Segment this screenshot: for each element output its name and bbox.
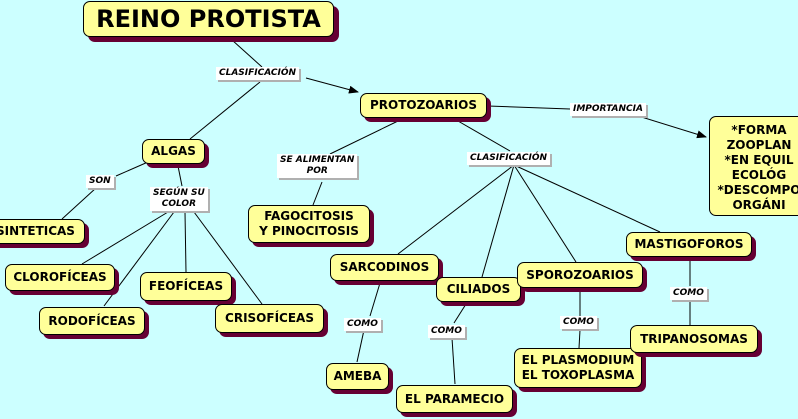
node-sarcodinos: SARCODINOS bbox=[330, 254, 439, 281]
node-reino-protista: REINO PROTISTA bbox=[83, 1, 334, 37]
link-algas-segun bbox=[177, 165, 183, 187]
link-clasif-ciliados bbox=[481, 164, 515, 278]
link-segun-rodofíceas bbox=[103, 211, 175, 307]
link-sarcodinos-como bbox=[369, 282, 381, 317]
link-protozoarios-alimentan bbox=[329, 120, 399, 155]
label-como-esporozoarios: COMO bbox=[560, 316, 597, 329]
link-segun-clorofíceas bbox=[81, 211, 169, 265]
label-son: SON bbox=[86, 175, 114, 188]
link-reino-clasificacion bbox=[231, 39, 263, 68]
node-crisofíceas: CRISOFÍCEAS bbox=[215, 304, 324, 333]
label-importancia: IMPORTANCIA bbox=[570, 103, 646, 116]
link-son-sinteticas bbox=[61, 187, 97, 220]
node-tripanosomas: TRIPANOSOMAS bbox=[630, 325, 758, 353]
link-segun-feofíceas bbox=[184, 211, 187, 273]
link-alimentan-fagocitosis bbox=[312, 181, 323, 206]
node-ameba: AMEBA bbox=[326, 363, 389, 390]
node-el-paramecio: EL PARAMECIO bbox=[396, 385, 513, 413]
node-fagocitosis: FAGOCITOSIS Y PINOCITOSIS bbox=[248, 205, 370, 243]
node-feofíceas: FEOFÍCEAS bbox=[140, 272, 232, 301]
link-algas-son bbox=[115, 161, 149, 177]
node-sinteticas: SINTETICAS bbox=[0, 219, 85, 244]
link-protozoarios-clasificacion bbox=[457, 120, 511, 152]
label-como-mastigoforos: COMO bbox=[670, 287, 707, 300]
label-como-sarcodinos: COMO bbox=[344, 318, 381, 331]
link-segun-crisofíceas bbox=[193, 211, 263, 305]
label-segun-su-color: SEGÚN SU COLOR bbox=[150, 187, 208, 211]
link-clasif-mastigoforos bbox=[513, 164, 661, 233]
link-protozoarios-importancia bbox=[487, 105, 571, 110]
label-clasificacion-protozoarios: CLASIFICACIÓN bbox=[467, 152, 551, 165]
link-clasificacion-protozoarios bbox=[305, 77, 359, 94]
node-mastigoforos: MASTIGOFOROS bbox=[626, 232, 752, 257]
node-protozoarios: PROTOZOARIOS bbox=[360, 93, 487, 118]
label-clasificacion-top: CLASIFICACIÓN bbox=[216, 67, 300, 80]
node-clorofíceas: CLOROFÍCEAS bbox=[5, 264, 115, 291]
label-se-alimentan-por: SE ALIMENTAN POR bbox=[277, 154, 358, 178]
node-plasmodium-toxoplasma: EL PLASMODIUM EL TOXOPLASMA bbox=[514, 348, 642, 388]
node-rodofíceas: RODOFÍCEAS bbox=[39, 307, 145, 335]
node-importancia-text: *FORMA ZOOPLAN *EN EQUIL ECOLÓG *DESCOMP… bbox=[709, 116, 798, 216]
link-importancia-box bbox=[634, 114, 707, 139]
node-algas: ALGAS bbox=[142, 139, 205, 164]
label-como-ciliados: COMO bbox=[428, 325, 465, 338]
link-ciliados-como bbox=[453, 303, 467, 324]
node-esporozoarios: SPOROZOARIOS bbox=[517, 262, 643, 288]
link-como-plasmodium bbox=[578, 329, 581, 349]
link-clasif-sarcodinos bbox=[397, 164, 515, 255]
link-como-ameba bbox=[356, 329, 365, 363]
link-como-paramecio bbox=[451, 337, 456, 385]
node-ciliados: CILIADOS bbox=[436, 277, 521, 302]
link-clasificacion-algas bbox=[189, 81, 261, 140]
link-clasif-esporozoarios bbox=[513, 164, 577, 263]
